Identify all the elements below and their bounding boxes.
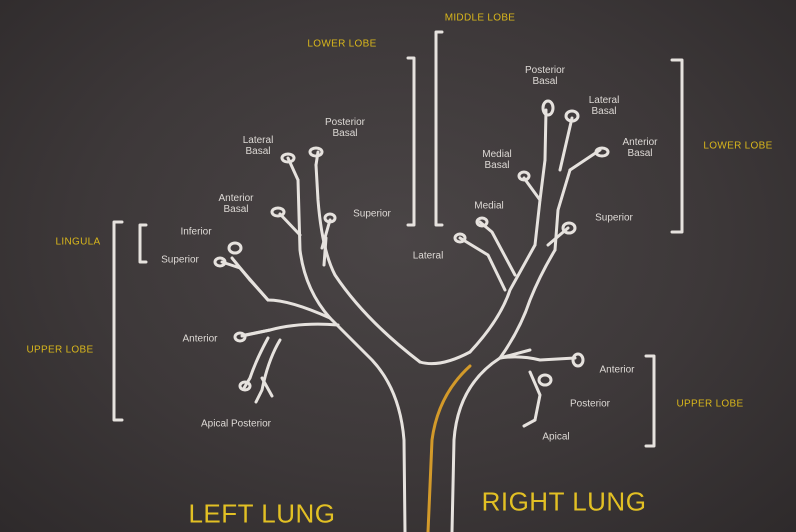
middle-lobe-label: MIDDLE LOBE xyxy=(445,13,516,24)
lingula-superior-label: Superior xyxy=(161,255,199,266)
left-anterior-tip xyxy=(235,333,245,341)
right-anterior-tip xyxy=(573,354,583,366)
right-posterior-label: Posterior xyxy=(570,399,610,410)
right-posterior-basal-branch xyxy=(545,110,546,160)
left-superior-label: Superior xyxy=(353,209,391,220)
lingula-tip-2 xyxy=(215,258,225,266)
left-main-bronchus-inner xyxy=(316,165,420,362)
right-lateral-label: Lateral xyxy=(413,251,444,262)
left-lower-lobe-label: LOWER LOBE xyxy=(307,39,376,50)
lingula-superior-branch xyxy=(222,262,268,300)
right-superior-label: Superior xyxy=(595,213,633,224)
right-medial-basal-label: Medial Basal xyxy=(482,149,511,171)
right-lung-title: RIGHT LUNG xyxy=(482,487,647,518)
right-posterior-tip xyxy=(539,375,551,385)
middle-lobe-bracket xyxy=(436,32,442,225)
right-lower-lobe-label: LOWER LOBE xyxy=(703,141,772,152)
left-posterior-basal-label: Posterior Basal xyxy=(325,117,365,139)
right-lateral-basal-tip xyxy=(566,111,578,121)
left-anterior-basal-label: Anterior Basal xyxy=(218,193,253,215)
left-superior-tip xyxy=(325,214,335,222)
left-upper-lobe-bracket xyxy=(114,222,122,420)
right-posterior-basal-tip xyxy=(543,101,553,115)
right-lateral-basal-label: Lateral Basal xyxy=(589,95,620,117)
trachea-left-wall xyxy=(330,318,405,532)
right-anterior-basal-label: Anterior Basal xyxy=(622,137,657,159)
lingula-label: LINGULA xyxy=(56,237,101,248)
left-apical-posterior-branch xyxy=(256,340,280,402)
right-medial-basal-branch xyxy=(524,178,540,200)
left-posterior-basal-branch xyxy=(316,152,318,165)
left-apical-posterior-label: Apical Posterior xyxy=(201,419,271,430)
lingula-tip xyxy=(229,243,241,253)
left-lateral-basal-label: Lateral Basal xyxy=(243,135,274,157)
right-apical-label: Apical xyxy=(542,432,569,443)
right-lower-trunk xyxy=(535,160,545,245)
left-anterior-branch xyxy=(242,330,270,336)
left-posterior-basal-tip xyxy=(310,148,322,156)
right-medial-label: Medial xyxy=(474,201,503,212)
right-lower-lobe-bracket xyxy=(672,60,682,232)
left-superior-branch-2 xyxy=(324,238,326,265)
left-lower-lobe-bracket xyxy=(408,58,414,225)
esophagus xyxy=(428,366,470,532)
lingula-bracket xyxy=(140,225,146,262)
right-upper-bronchus xyxy=(500,357,575,360)
left-anterior-basal-branch xyxy=(280,214,300,235)
left-anterior-basal-tip xyxy=(272,208,284,216)
right-apical-branch xyxy=(524,420,535,426)
right-upper-lobe-label: UPPER LOBE xyxy=(677,399,744,410)
right-posterior-basal-label: Posterior Basal xyxy=(525,65,565,87)
right-medial-basal-tip xyxy=(519,172,529,180)
right-lateral-basal-branch xyxy=(560,118,572,170)
left-anterior-label: Anterior xyxy=(182,334,217,345)
carina xyxy=(420,352,470,364)
left-upper-lobe-label: UPPER LOBE xyxy=(27,345,94,356)
left-upper-bronchus xyxy=(250,280,330,318)
right-upper-lobe-bracket xyxy=(646,356,654,446)
lingula-inferior-label: Inferior xyxy=(180,227,211,238)
right-anterior-label: Anterior xyxy=(599,365,634,376)
right-main-bronchus xyxy=(470,245,535,352)
right-main-bronchus-outer xyxy=(500,250,555,358)
left-lung-title: LEFT LUNG xyxy=(188,499,335,530)
right-middle-lobe-bronchus-2 xyxy=(480,222,515,275)
